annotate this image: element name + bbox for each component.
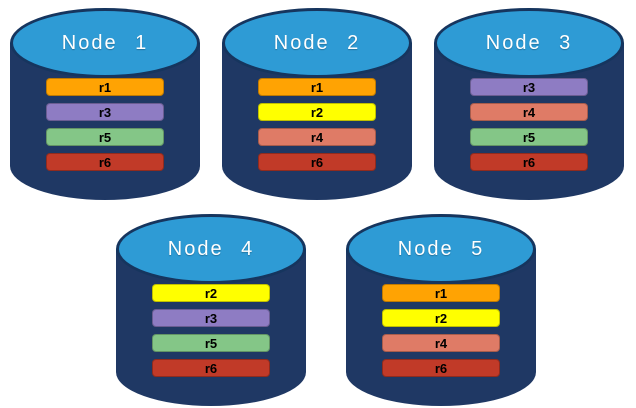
replica-bar-r5: r5 <box>152 334 270 352</box>
replica-label: r2 <box>434 310 448 326</box>
replica-label: r1 <box>98 79 112 95</box>
replica-bar-r6: r6 <box>258 153 376 171</box>
replica-label: r1 <box>434 285 448 301</box>
node-label: Node 5 <box>397 237 485 260</box>
replica-label: r6 <box>98 154 112 170</box>
node-cylinder-2: Node 2 r1 r2 r4 r6 <box>222 8 412 200</box>
replica-bar-r5: r5 <box>46 128 164 146</box>
replica-bar-r6: r6 <box>152 359 270 377</box>
replica-bar-r1: r1 <box>258 78 376 96</box>
replica-label: r4 <box>310 129 324 145</box>
replica-bar-r4: r4 <box>382 334 500 352</box>
replica-label: r6 <box>204 360 218 376</box>
replica-label: r3 <box>522 79 536 95</box>
replica-bar-r2: r2 <box>152 284 270 302</box>
cylinder-top: Node 1 <box>10 8 200 78</box>
replica-label: r2 <box>310 104 324 120</box>
node-label: Node 2 <box>273 31 361 54</box>
replica-bar-r1: r1 <box>46 78 164 96</box>
replica-label: r2 <box>204 285 218 301</box>
cylinder-top: Node 4 <box>116 214 306 284</box>
replica-list: r3 r4 r5 r6 <box>470 78 588 171</box>
replica-bar-r2: r2 <box>258 103 376 121</box>
replica-bar-r5: r5 <box>470 128 588 146</box>
replica-bar-r6: r6 <box>470 153 588 171</box>
replica-label: r4 <box>522 104 536 120</box>
replica-bar-r4: r4 <box>258 128 376 146</box>
replica-label: r1 <box>310 79 324 95</box>
cylinder-top: Node 3 <box>434 8 624 78</box>
replica-bar-r3: r3 <box>46 103 164 121</box>
cylinder-top: Node 5 <box>346 214 536 284</box>
replica-list: r2 r3 r5 r6 <box>152 284 270 377</box>
replica-label: r5 <box>98 129 112 145</box>
replica-bar-r4: r4 <box>470 103 588 121</box>
replica-label: r4 <box>434 335 448 351</box>
replica-bar-r6: r6 <box>46 153 164 171</box>
node-label: Node 1 <box>61 31 149 54</box>
replica-label: r6 <box>434 360 448 376</box>
replica-bar-r3: r3 <box>470 78 588 96</box>
replica-label: r6 <box>522 154 536 170</box>
replica-bar-r3: r3 <box>152 309 270 327</box>
replica-label: r5 <box>522 129 536 145</box>
replica-label: r5 <box>204 335 218 351</box>
replica-list: r1 r3 r5 r6 <box>46 78 164 171</box>
replica-list: r1 r2 r4 r6 <box>382 284 500 377</box>
node-cylinder-4: Node 4 r2 r3 r5 r6 <box>116 214 306 406</box>
replica-label: r3 <box>98 104 112 120</box>
replica-label: r6 <box>310 154 324 170</box>
node-label: Node 3 <box>485 31 573 54</box>
node-cylinder-5: Node 5 r1 r2 r4 r6 <box>346 214 536 406</box>
cylinder-top: Node 2 <box>222 8 412 78</box>
replica-bar-r6: r6 <box>382 359 500 377</box>
replica-bar-r2: r2 <box>382 309 500 327</box>
replica-label: r3 <box>204 310 218 326</box>
node-cylinder-3: Node 3 r3 r4 r5 r6 <box>434 8 624 200</box>
replica-list: r1 r2 r4 r6 <box>258 78 376 171</box>
replica-bar-r1: r1 <box>382 284 500 302</box>
node-cylinder-1: Node 1 r1 r3 r5 r6 <box>10 8 200 200</box>
node-label: Node 4 <box>167 237 255 260</box>
